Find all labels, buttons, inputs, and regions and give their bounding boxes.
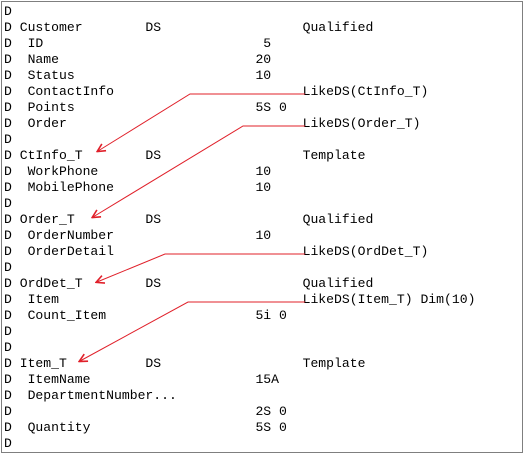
code-line: D ItemName 15A	[4, 372, 280, 387]
code-line: D Points 5S 0	[4, 100, 287, 115]
code-line: D MobilePhone 10	[4, 180, 272, 195]
code-line: D Name 20	[4, 52, 272, 67]
code-line: D Status 10	[4, 68, 272, 83]
code-line: D OrderDetail LikeDS(OrdDet_T)	[4, 244, 429, 259]
code-line: D	[4, 196, 12, 211]
code-line: D	[4, 436, 12, 451]
code-line: D CtInfo_T DS Template	[4, 148, 366, 163]
code-line: D Customer DS Qualified	[4, 20, 374, 35]
code-line: D	[4, 324, 12, 339]
code-line: D OrdDet_T DS Qualified	[4, 276, 374, 291]
code-line: D	[4, 260, 12, 275]
code-line: D Order LikeDS(Order_T)	[4, 116, 421, 131]
code-line: D WorkPhone 10	[4, 164, 272, 179]
code-line: D Order_T DS Qualified	[4, 212, 374, 227]
code-line: D Item LikeDS(Item_T) Dim(10)	[4, 292, 476, 307]
code-line: D	[4, 4, 12, 19]
code-line: D Quantity 5S 0	[4, 420, 287, 435]
code-line: D Item_T DS Template	[4, 356, 366, 371]
code-line: D	[4, 132, 12, 147]
code-line: D Count_Item 5i 0	[4, 308, 287, 323]
code-line: D	[4, 340, 12, 355]
code-frame	[1, 1, 523, 453]
code-line: D ID 5	[4, 36, 272, 51]
code-line: D ContactInfo LikeDS(CtInfo_T)	[4, 84, 429, 99]
code-line: D OrderNumber 10	[4, 228, 272, 243]
code-line: D 2S 0	[4, 404, 287, 419]
code-line: D DepartmentNumber...	[4, 388, 177, 403]
